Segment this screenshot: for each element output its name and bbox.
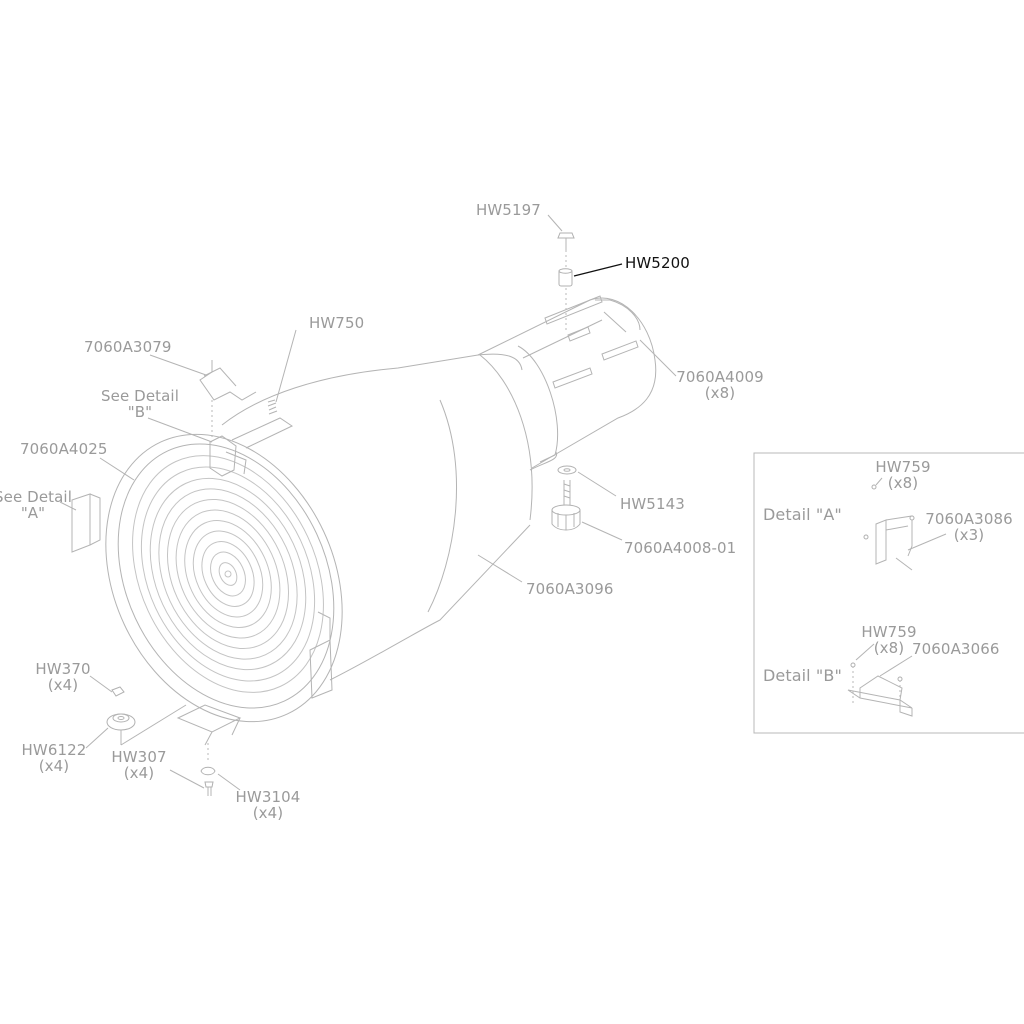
label-hw6122: HW6122 (x4) <box>16 742 92 774</box>
detail-b-hw759: HW759 (x8) <box>854 624 924 656</box>
label-see-detail-a: See Detail "A" <box>0 489 72 521</box>
detail-b-title: Detail "B" <box>763 666 842 685</box>
label-7060a4008-01: 7060A4008-01 <box>624 539 737 557</box>
label-hw307-qty: (x4) <box>123 764 155 782</box>
wire-clip-part <box>199 360 257 440</box>
detail-a-hw759: HW759 (x8) <box>868 459 938 491</box>
see-detail-b-line2: "B" <box>127 403 153 421</box>
leader-lines <box>59 214 677 791</box>
top-fastener-stack <box>557 232 575 330</box>
detail-b-hw759-line1: HW759 <box>861 623 917 641</box>
see-detail-a-line2: "A" <box>20 504 46 522</box>
detail-b-bracket <box>847 643 913 717</box>
label-hw6122-qty: (x4) <box>38 757 70 775</box>
label-hw307: HW307 (x4) <box>104 749 174 781</box>
lens-brackets <box>71 435 333 746</box>
label-7060a3079: 7060A3079 <box>84 338 172 356</box>
label-hw750: HW750 <box>309 314 365 332</box>
label-see-detail-b: See Detail "B" <box>100 388 180 420</box>
label-7060a3096: 7060A3096 <box>526 580 614 598</box>
label-hw5197: HW5197 <box>476 201 541 219</box>
detail-b-hw759-qty: (x8) <box>873 639 905 657</box>
label-hw3104-qty: (x4) <box>252 804 284 822</box>
detail-a-part-line1: 7060A3086 <box>925 510 1013 528</box>
bottom-left-hardware <box>106 686 216 796</box>
label-hw307-line1: HW307 <box>111 748 167 766</box>
label-7060a4025: 7060A4025 <box>20 440 108 458</box>
see-detail-a-line1: See Detail <box>0 488 72 506</box>
detail-a-title: Detail "A" <box>763 505 842 524</box>
detail-a-part-qty: (x3) <box>953 526 985 544</box>
label-7060a4009: 7060A4009 (x8) <box>676 369 764 401</box>
label-7060a4009-qty: (x8) <box>704 384 736 402</box>
label-hw370: HW370 (x4) <box>28 661 98 693</box>
fresnel-lens <box>105 433 343 723</box>
rear-barrel <box>477 295 657 471</box>
detail-a-hw759-qty: (x8) <box>887 474 919 492</box>
see-detail-b-line1: See Detail <box>101 387 179 405</box>
label-hw3104-line1: HW3104 <box>235 788 301 806</box>
label-hw5200-highlighted[interactable]: HW5200 <box>625 254 690 272</box>
label-hw3104: HW3104 (x4) <box>230 789 306 821</box>
detail-a-part: 7060A3086 (x3) <box>922 511 1016 543</box>
label-7060a4009-line1: 7060A4009 <box>676 368 764 386</box>
label-hw5143: HW5143 <box>620 495 685 513</box>
detail-box-frame <box>753 452 1024 734</box>
label-hw6122-line1: HW6122 <box>21 741 87 759</box>
detail-a-hw759-line1: HW759 <box>875 458 931 476</box>
label-hw370-line1: HW370 <box>35 660 91 678</box>
label-hw370-qty: (x4) <box>47 676 79 694</box>
bottom-knob-stack <box>551 465 581 531</box>
detail-b-part: 7060A3066 <box>912 640 1000 658</box>
hw750-spring-part <box>231 399 294 449</box>
detail-a-bracket <box>863 477 947 571</box>
cone-housing <box>221 353 533 681</box>
